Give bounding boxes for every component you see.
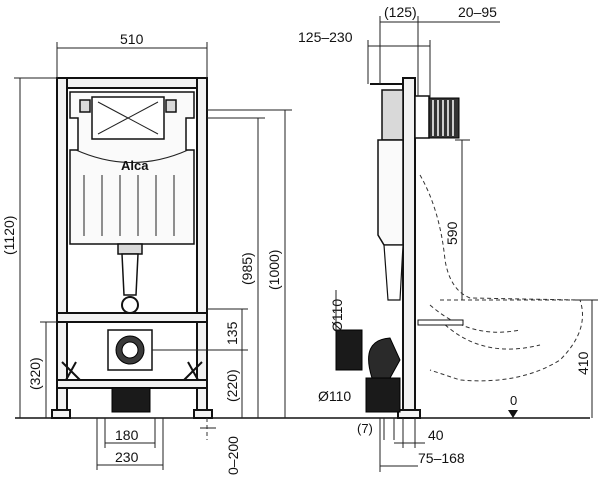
dim-125-side: (125) (384, 4, 417, 20)
front-dimensions: 510 (1120) (320) (985) (1000) 135 (220) … (1, 31, 292, 475)
dim-125-230: 125–230 (298, 29, 353, 45)
leg-brace-left (61, 361, 81, 381)
dim-phi110-top: Ø110 (329, 299, 345, 332)
dim-135: 135 (224, 321, 240, 345)
side-flush-pipe (383, 244, 404, 301)
dim-7: (7) (357, 421, 373, 436)
dim-510: 510 (120, 31, 144, 47)
brand-logo: Alca (121, 158, 149, 173)
cistern-ribs (83, 175, 175, 236)
dim-410: 410 (575, 351, 591, 375)
frame-top-bar (56, 77, 208, 89)
dim-985: (985) (239, 252, 255, 285)
leg-brace-right (183, 361, 203, 381)
frame-foot-left (51, 409, 71, 419)
floor-level-marker (508, 410, 518, 418)
flush-opening-cross-2 (97, 101, 159, 135)
dim-590: 590 (444, 221, 460, 245)
flush-pipe-outlet (121, 296, 139, 314)
floor-level-zero: 0 (510, 393, 517, 408)
dim-1120: (1120) (1, 216, 17, 255)
flush-pipe (121, 253, 139, 296)
dim-phi110-bottom: Ø110 (318, 388, 351, 404)
cistern-clip-right (165, 99, 177, 113)
side-waste-cap (335, 329, 363, 371)
side-waste-elbow (368, 337, 401, 379)
side-wall-plate-ribs (432, 100, 454, 136)
side-mount-block (414, 95, 430, 139)
frame-crossbar-upper (56, 312, 208, 323)
cistern-clip-left (79, 99, 91, 113)
front-view: Alca (51, 77, 213, 419)
frame-foot-right (193, 409, 213, 419)
dim-40: 40 (428, 427, 444, 443)
dim-0-200: 0–200 (225, 436, 241, 475)
toilet-bowl-outline (419, 174, 583, 382)
dim-320: (320) (27, 357, 43, 390)
dim-220: (220) (224, 369, 240, 402)
drain-elbow (111, 387, 151, 413)
frame-crossbar-lower (56, 379, 208, 389)
dim-230: 230 (115, 449, 139, 465)
side-cistern (377, 139, 404, 246)
side-waste-outlet (365, 377, 401, 413)
dim-180: 180 (115, 427, 139, 443)
dim-75-168: 75–168 (418, 450, 465, 466)
side-mounting-bolt (417, 319, 464, 326)
side-actuator-housing (381, 89, 404, 141)
dim-1000: (1000) (266, 250, 282, 290)
dim-20-95: 20–95 (458, 4, 497, 20)
side-frame-foot (397, 409, 421, 419)
flush-pipe-collar (117, 243, 143, 255)
drain-connector-inner (121, 341, 139, 359)
cistern-contour (75, 149, 189, 163)
side-dimensions: (125) 20–95 125–230 590 410 Ø110 Ø110 0 … (298, 4, 598, 472)
side-view (335, 77, 583, 419)
side-frame-post (402, 77, 416, 417)
side-wall-plate (428, 97, 460, 139)
